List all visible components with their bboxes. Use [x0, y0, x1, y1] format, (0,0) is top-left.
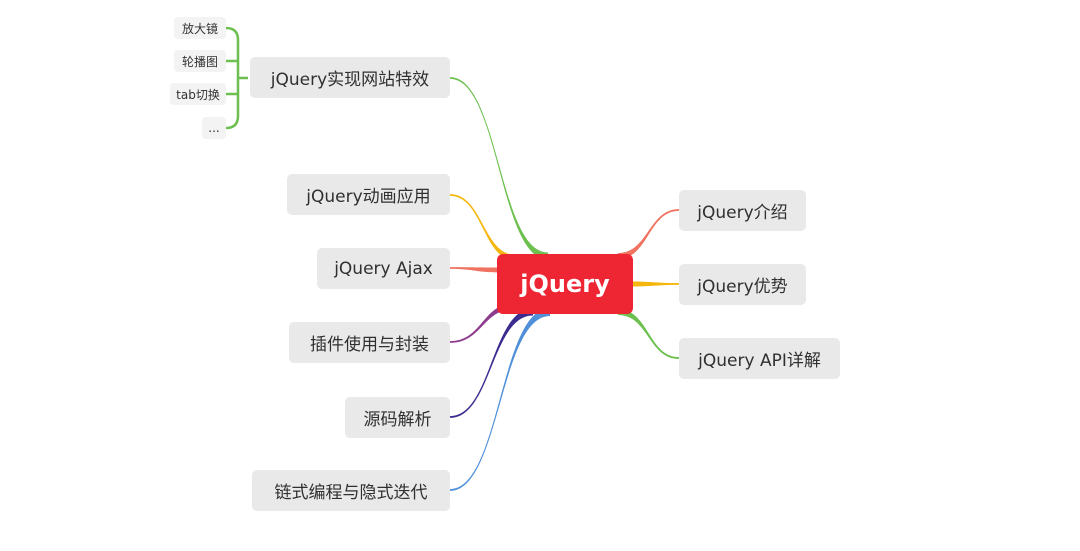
topic-introduction[interactable]: jQuery介绍: [679, 190, 806, 231]
left-connector-2: [450, 267, 500, 273]
right-connector-1: [630, 281, 679, 287]
left-connector-3: [450, 303, 515, 343]
subtopic-more[interactable]: ...: [202, 117, 226, 139]
left-connector-0: [450, 77, 548, 260]
subtopic-carousel[interactable]: 轮播图: [174, 50, 226, 72]
topic-plugins[interactable]: 插件使用与封装: [289, 322, 450, 363]
left-connector-5: [450, 308, 550, 491]
subtopic-tab-switch[interactable]: tab切换: [170, 83, 226, 105]
root-node[interactable]: jQuery: [497, 254, 633, 314]
topic-ajax[interactable]: jQuery Ajax: [317, 248, 450, 289]
topic-chaining[interactable]: 链式编程与隐式迭代: [252, 470, 450, 511]
topic-advantages[interactable]: jQuery优势: [679, 264, 806, 305]
topic-source-code[interactable]: 源码解析: [345, 397, 450, 438]
topic-api[interactable]: jQuery API详解: [679, 338, 840, 379]
subtopic-bracket: [225, 26, 248, 130]
topic-animation[interactable]: jQuery动画应用: [287, 174, 450, 215]
left-connector-4: [450, 308, 533, 418]
left-connector-1: [450, 194, 516, 261]
subtopic-magnifier[interactable]: 放大镜: [174, 17, 226, 39]
topic-website-effects[interactable]: jQuery实现网站特效: [250, 57, 450, 98]
right-connector-0: [618, 209, 679, 259]
right-connector-2: [618, 309, 679, 359]
